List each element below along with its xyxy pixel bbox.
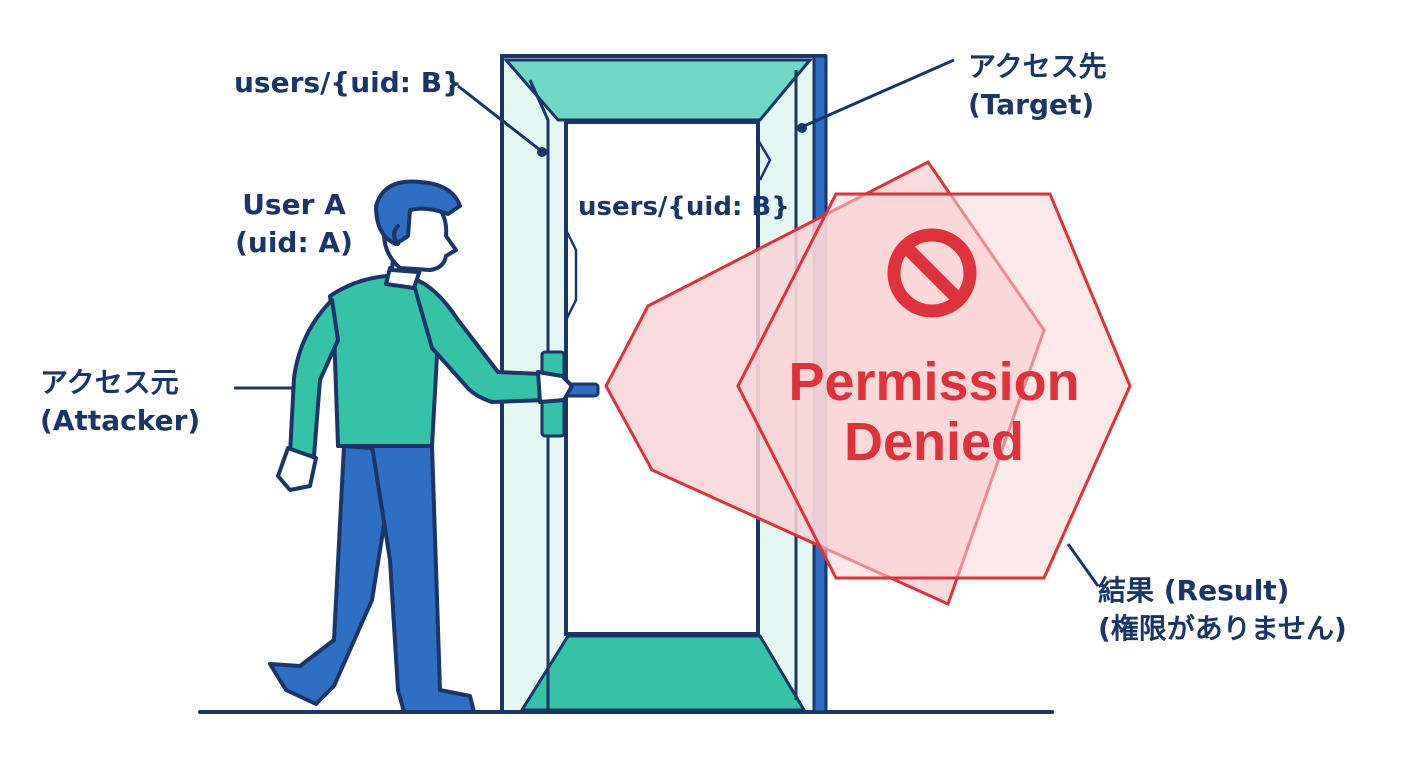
user-name: User A — [242, 188, 346, 221]
door-frame-top — [502, 58, 814, 122]
leader-target — [803, 58, 955, 128]
permission-denied-badge — [604, 160, 1132, 607]
permission-denied-line2: Denied — [843, 412, 1025, 472]
leader-path-top-dot — [537, 147, 547, 157]
leader-result — [1066, 543, 1100, 587]
permission-denied-text: Permission Denied — [744, 352, 1124, 472]
path-label-top-text: users/{uid: B} — [234, 66, 463, 99]
path-label-door-text: users/{uid: B} — [578, 192, 790, 222]
leader-target-dot — [797, 123, 807, 133]
user-a-figure — [268, 179, 574, 714]
back-arm — [288, 298, 340, 458]
result-label-line2: (権限がありません) — [1098, 612, 1347, 645]
prohibited-icon — [887, 228, 977, 318]
source-label-en: (Attacker) — [40, 404, 201, 437]
result-label-line1: 結果 (Result) — [1098, 574, 1290, 607]
reaching-hand — [536, 370, 574, 404]
target-label: アクセス先 (Target) — [968, 48, 1107, 124]
target-label-en: (Target) — [968, 88, 1095, 121]
source-label: アクセス元 (Attacker) — [40, 364, 200, 440]
source-label-jp: アクセス元 — [40, 366, 179, 399]
target-label-jp: アクセス先 — [968, 50, 1107, 83]
leader-lines — [234, 58, 1100, 587]
back-hand — [276, 446, 318, 492]
leader-path-top — [457, 84, 541, 152]
door-right-crack — [756, 139, 772, 181]
path-label-top: users/{uid: B} — [234, 64, 462, 102]
user-label: User A (uid: A) — [226, 186, 362, 262]
permission-denied-line1: Permission — [788, 352, 1080, 412]
path-label-door: users/{uid: B} — [578, 188, 790, 226]
door-floor — [519, 634, 807, 712]
door-left-crack — [564, 229, 578, 321]
result-label: 結果 (Result) (権限がありません) — [1098, 572, 1347, 648]
front-leg — [370, 444, 476, 714]
user-uid: (uid: A) — [235, 226, 353, 259]
door-left-jamb — [528, 79, 550, 710]
denied-hexagon-front — [736, 192, 1132, 580]
ear — [392, 224, 400, 246]
